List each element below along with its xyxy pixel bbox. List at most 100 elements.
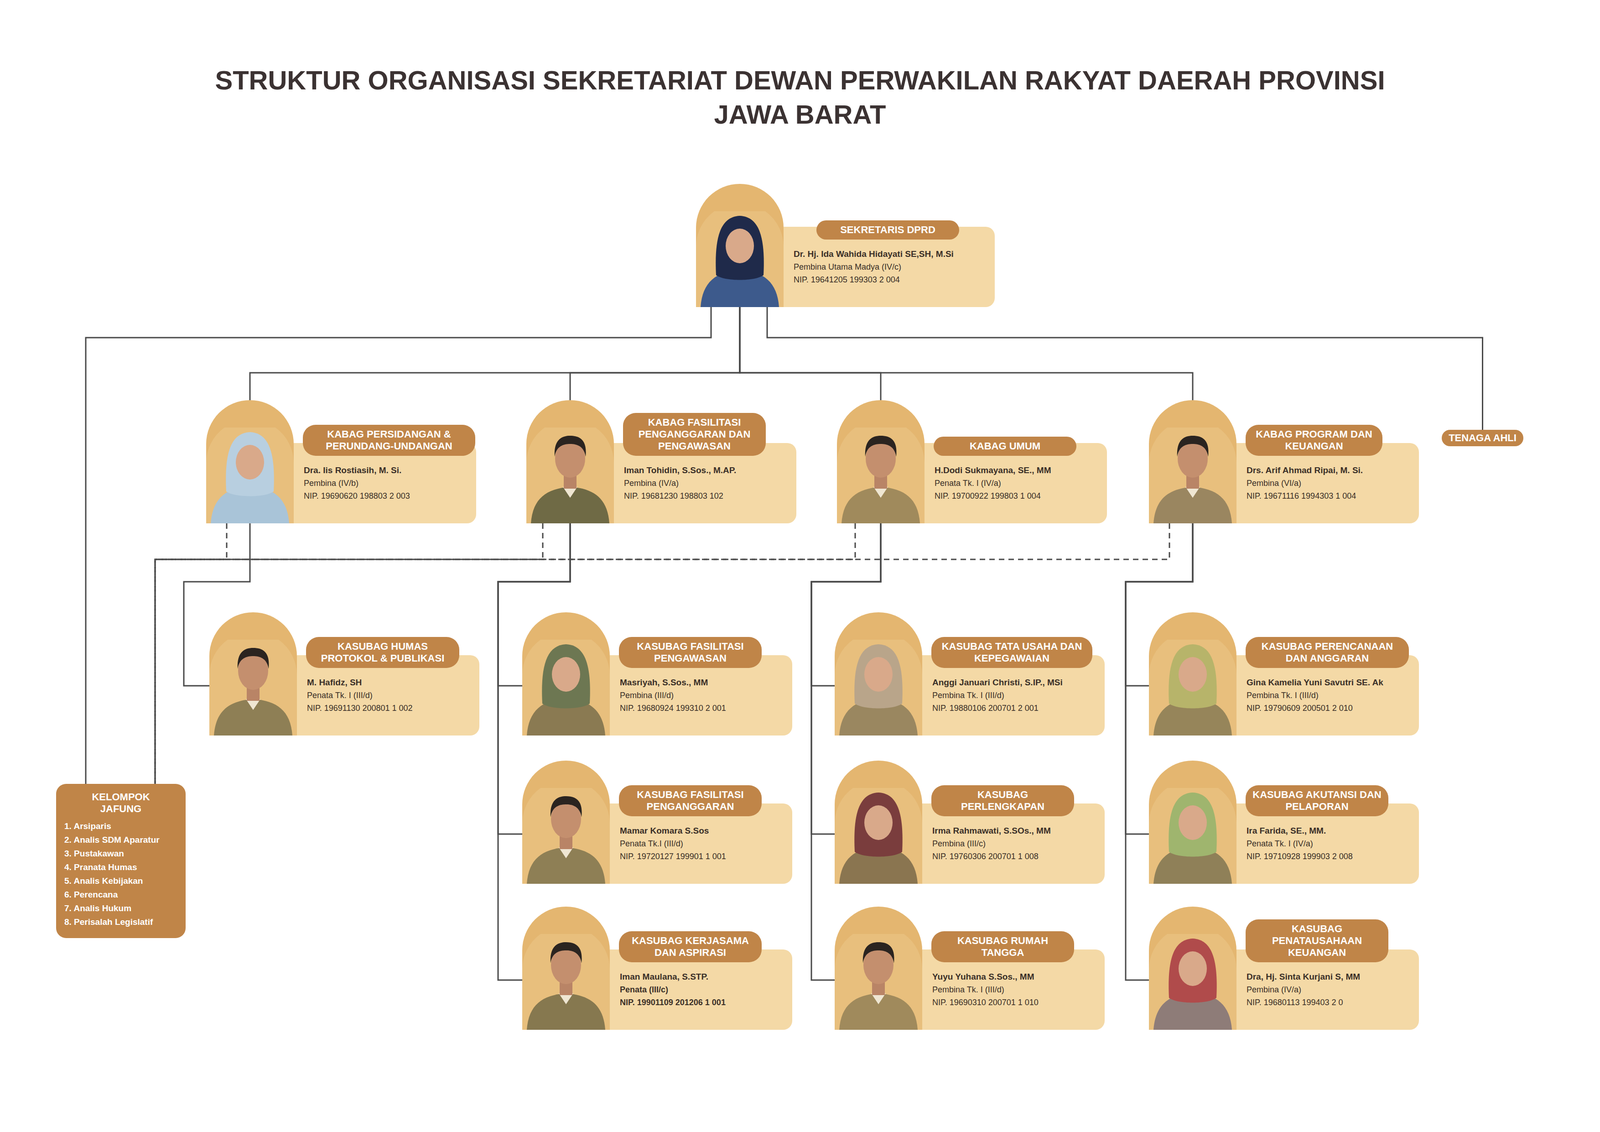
title-pill: SEKRETARIS DPRD [816, 220, 960, 240]
title-pill: KASUBAG FASILITASI PENGANGGARAN [618, 784, 762, 816]
person-card: KASUBAG RUMAH TANGGA Yuyu Yuhana S.Sos., … [834, 906, 1105, 1030]
person-detail: NIP. 19671116 1994303 1 004 [1246, 489, 1418, 503]
person-name: Yuyu Yuhana S.Sos., MM [932, 970, 1103, 983]
person-detail: Pembina Tk. I (III/d) [1246, 688, 1418, 702]
person-detail: Pembina Tk. I (III/d) [932, 982, 1103, 996]
photo-glow [206, 427, 294, 524]
person-detail: NIP. 19790609 200501 2 010 [1246, 701, 1418, 715]
person-card: SEKRETARIS DPRD Dr. Hj. Ida Wahida Hidaya… [696, 183, 995, 307]
photo-glow [522, 933, 610, 1030]
person-hair [237, 647, 270, 669]
photo-glow [522, 787, 610, 884]
person-card: KASUBAG PERLENGKAPAN Irma Rahmawati, S.SO… [834, 760, 1105, 884]
person-detail: NIP. 19901109 201206 1 001 [619, 995, 791, 1009]
person-body [526, 992, 606, 1030]
photo-portrait [834, 760, 923, 884]
person-detail: NIP. 19700922 199803 1 004 [934, 489, 1106, 503]
person-name: Anggi Januari Christi, S.IP., MSi [932, 675, 1103, 689]
person-hair [550, 941, 582, 963]
position-title: KABAG UMUM [939, 440, 1071, 452]
photo-glow [1148, 427, 1237, 524]
photo-frame [696, 183, 784, 307]
person-detail: NIP. 19880106 200701 2 001 [932, 701, 1103, 715]
person-hijab [1168, 938, 1217, 1003]
title-pill: KASUBAG TATA USAHA DAN KEPEGAWAIAN [931, 636, 1093, 668]
photo-frame [834, 760, 923, 884]
person-card: KASUBAG AKUTANSI DAN PELAPORANIra Farida… [1148, 760, 1419, 884]
person-detail: Pembina (VI/a) [1246, 476, 1418, 490]
person-name: H.Dodi Sukmayana, SE., MM [934, 463, 1106, 477]
person-details: Yuyu Yuhana S.Sos., MMPembina Tk. I (III… [932, 970, 1103, 1009]
person-detail: Penata Tk. I (IV/a) [1246, 836, 1418, 850]
person-detail: NIP. 19681230 198803 102 [623, 489, 795, 503]
position-title: KABAG PERSIDANGAN & PERUNDANG-UNDANGAN [308, 428, 470, 452]
person-face [1178, 950, 1207, 986]
dashed-connector [155, 523, 1170, 784]
photo-glow [834, 787, 923, 884]
list-item: 8. Perisalah Legislatif [64, 914, 178, 929]
connector-line [249, 306, 740, 400]
person-details: Dra. Iis Rostiasih, M. Si.Pembina (IV/b)… [303, 463, 475, 503]
person-details: Ira Farida, SE., MM.Penata Tk. I (IV/a)N… [1246, 824, 1418, 863]
person-hijab [541, 644, 590, 709]
person-name: Irma Rahmawati, S.SOs., MM [932, 824, 1103, 837]
person-detail: NIP. 19691130 200801 1 002 [306, 701, 478, 715]
person-card: KASUBAG PERENCANAAN DAN ANGGARANGina Kam… [1148, 612, 1419, 736]
position-title: KASUBAG PERLENGKAPAN [936, 788, 1069, 813]
person-body [841, 486, 920, 524]
person-details: Dr. Hj. Ida Wahida Hidayati SE,SH, M.SiP… [793, 247, 993, 286]
person-details: Mamar Komara S.SosPenata Tk.I (III/d)NIP… [619, 824, 791, 863]
person-detail: Penata (III/c) [619, 982, 791, 996]
person-hijab [1168, 644, 1217, 709]
person-detail: NIP. 19641205 199303 2 004 [793, 273, 993, 286]
person-details: Drs. Arif Ahmad Ripai, M. Si.Pembina (VI… [1246, 463, 1418, 503]
photo-glow [526, 427, 614, 524]
person-name: Drs. Arif Ahmad Ripai, M. Si. [1246, 463, 1418, 477]
person-card: KABAG PROGRAM DAN KEUANGAN Drs. Arif Ahma… [1148, 400, 1419, 524]
person-detail: NIP. 19720127 199901 1 001 [619, 849, 791, 863]
person-details: H.Dodi Sukmayana, SE., MMPenata Tk. I (I… [934, 463, 1106, 503]
photo-portrait [1148, 760, 1237, 884]
photo-portrait [522, 906, 610, 1030]
person-hijab [1168, 792, 1217, 857]
person-card: KABAG FASILITASI PENGANGGARAN DAN PENGAW… [526, 400, 797, 524]
photo-portrait [834, 906, 923, 1030]
person-detail: NIP. 19680113 199403 2 0 [1246, 995, 1418, 1009]
position-title: KASUBAG HUMAS PROTOKOL & PUBLIKASI [311, 640, 454, 665]
photo-portrait [209, 612, 297, 736]
person-face [1178, 656, 1207, 692]
person-card: KASUBAG FASILITASI PENGANGGARAN Mamar Kom… [522, 760, 793, 884]
person-body [530, 486, 610, 524]
photo-glow [522, 639, 610, 736]
photo-frame [1148, 400, 1237, 524]
photo-portrait [1148, 612, 1237, 736]
person-name: Iman Tohidin, S.Sos., M.AP. [623, 463, 795, 477]
person-face [864, 805, 893, 840]
person-hair [554, 435, 587, 457]
dashed-connector [155, 523, 856, 784]
photo-frame [526, 400, 614, 524]
photo-portrait [206, 400, 294, 524]
title-pill: KABAG PROGRAM DAN KEUANGAN [1245, 424, 1383, 456]
photo-frame [834, 612, 923, 736]
person-face [235, 444, 265, 480]
functional-group-box: KELOMPOK JAFUNG1. Arsiparis2. Analis SDM… [56, 783, 186, 938]
photo-glow [834, 639, 923, 736]
person-name: M. Hafidz, SH [306, 675, 478, 689]
title-pill: KASUBAG HUMAS PROTOKOL & PUBLIKASI [306, 636, 460, 668]
person-body [839, 992, 918, 1030]
group-title: KELOMPOK JAFUNG [73, 790, 169, 815]
list-item: 1. Arsiparis [64, 819, 178, 833]
person-hair [1177, 435, 1209, 457]
person-detail: Pembina Tk. I (III/d) [932, 688, 1103, 702]
person-name: Dra, Hj. Sinta Kurjani S, MM [1246, 970, 1418, 983]
person-face [551, 656, 581, 692]
photo-frame [522, 906, 610, 1030]
person-detail: NIP. 19710928 199903 2 008 [1246, 849, 1418, 863]
title-pill: KASUBAG RUMAH TANGGA [931, 930, 1075, 962]
position-title: KASUBAG KERJASAMA DAN ASPIRASI [624, 934, 757, 959]
person-details: Dra, Hj. Sinta Kurjani S, MMPembina (IV/… [1246, 970, 1418, 1009]
photo-portrait [522, 760, 610, 884]
person-card: KASUBAG TATA USAHA DAN KEPEGAWAIAN Anggi … [834, 612, 1105, 736]
